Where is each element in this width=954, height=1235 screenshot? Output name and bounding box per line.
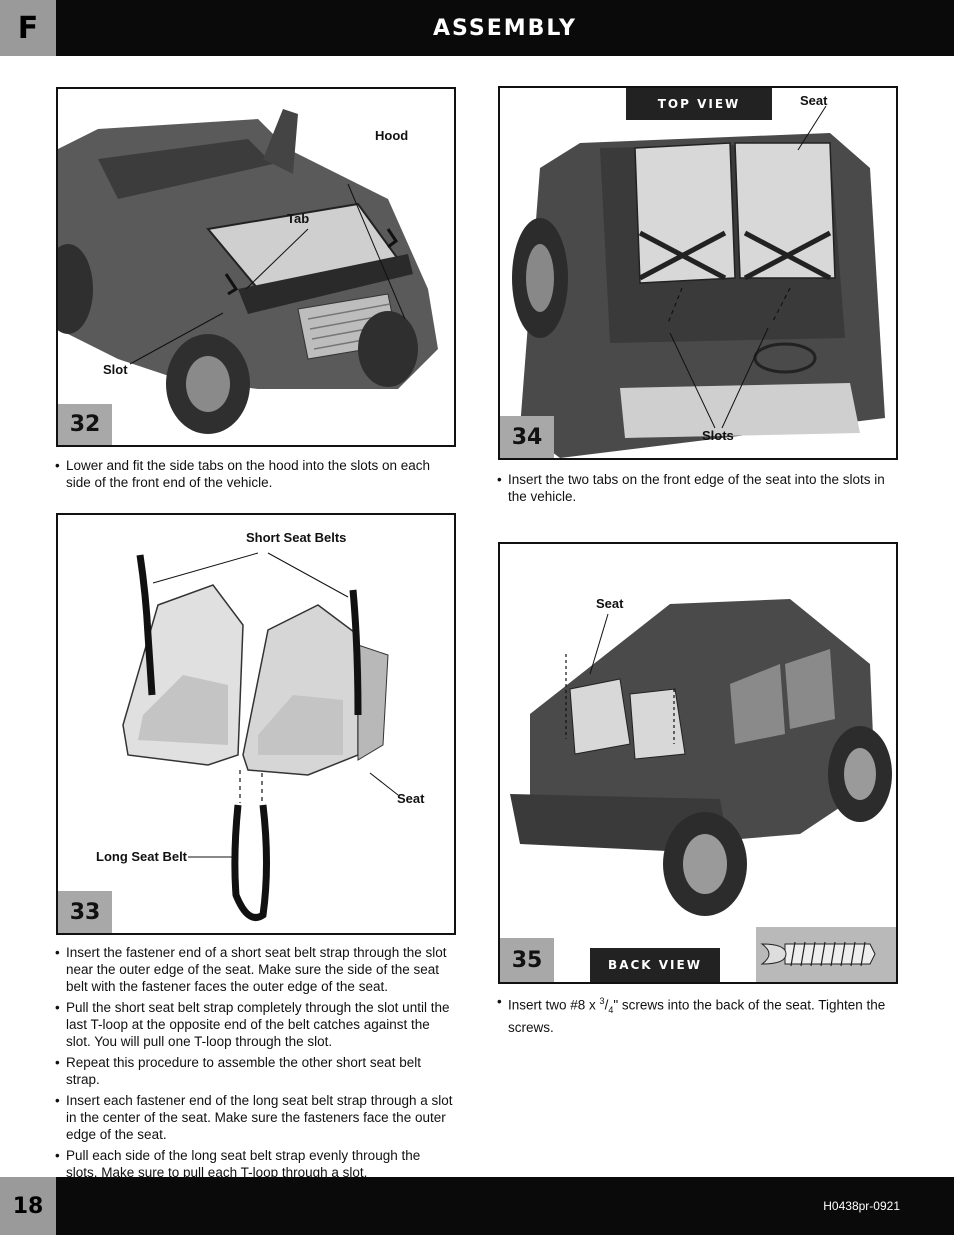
step-32-number: 32 bbox=[58, 404, 112, 445]
page-title: ASSEMBLY bbox=[433, 15, 577, 41]
step-35-number: 35 bbox=[500, 938, 554, 982]
step-32-instructions: Lower and fit the side tabs on the hood … bbox=[55, 457, 455, 495]
instruction-item: Insert the fastener end of a short seat … bbox=[55, 944, 455, 995]
step-33-instructions: Insert the fastener end of a short seat … bbox=[55, 944, 455, 1185]
instruction-item: Pull each side of the long seat belt str… bbox=[55, 1147, 455, 1181]
label-seat: Seat bbox=[397, 791, 425, 806]
instruction-item: Repeat this procedure to assemble the ot… bbox=[55, 1054, 455, 1088]
instruction-item: Insert each fastener end of the long sea… bbox=[55, 1092, 455, 1143]
footer-bar bbox=[0, 1177, 954, 1235]
instruction-item: Pull the short seat belt strap completel… bbox=[55, 999, 455, 1050]
header-bar bbox=[0, 0, 954, 56]
seat-install-top-view-illustration bbox=[512, 105, 885, 458]
label-short-seat-belts: Short Seat Belts bbox=[246, 530, 347, 545]
page-number: 18 bbox=[0, 1177, 56, 1235]
instruction-item: Lower and fit the side tabs on the hood … bbox=[55, 457, 455, 491]
instruction-item: Insert two #8 x 3/4" screws into the bac… bbox=[497, 993, 897, 1036]
step-33-panel: Short Seat Belts Seat Long Seat Belt 33 bbox=[56, 513, 456, 935]
label-slots: Slots bbox=[702, 428, 734, 443]
label-long-seat-belt: Long Seat Belt bbox=[96, 849, 188, 864]
document-code: H0438pr-0921 bbox=[823, 1199, 900, 1213]
seat-belt-illustration bbox=[122, 552, 399, 921]
label-seat: Seat bbox=[596, 596, 624, 611]
step-34-number: 34 bbox=[500, 416, 554, 458]
instruction-item: Insert the two tabs on the front edge of… bbox=[497, 471, 897, 505]
step-34-instructions: Insert the two tabs on the front edge of… bbox=[497, 471, 897, 509]
label-slot: Slot bbox=[103, 362, 128, 377]
hood-assembly-illustration bbox=[58, 109, 438, 434]
label-tab: Tab bbox=[287, 211, 310, 226]
top-view-tag: TOP VIEW bbox=[626, 88, 772, 120]
label-hood: Hood bbox=[375, 128, 409, 143]
step-35-panel: Seat 35 BACK VIEW bbox=[498, 542, 898, 984]
step-35-instructions: Insert two #8 x 3/4" screws into the bac… bbox=[497, 993, 897, 1040]
step-34-panel: TOP VIEW Seat Slots 34 bbox=[498, 86, 898, 460]
step-32-panel: Hood Tab Slot 32 bbox=[56, 87, 456, 447]
seat-screw-back-view-illustration bbox=[510, 599, 896, 982]
label-seat: Seat bbox=[800, 93, 828, 108]
back-view-tag: BACK VIEW bbox=[590, 948, 720, 982]
step-33-number: 33 bbox=[58, 891, 112, 933]
section-letter: F bbox=[0, 0, 56, 56]
